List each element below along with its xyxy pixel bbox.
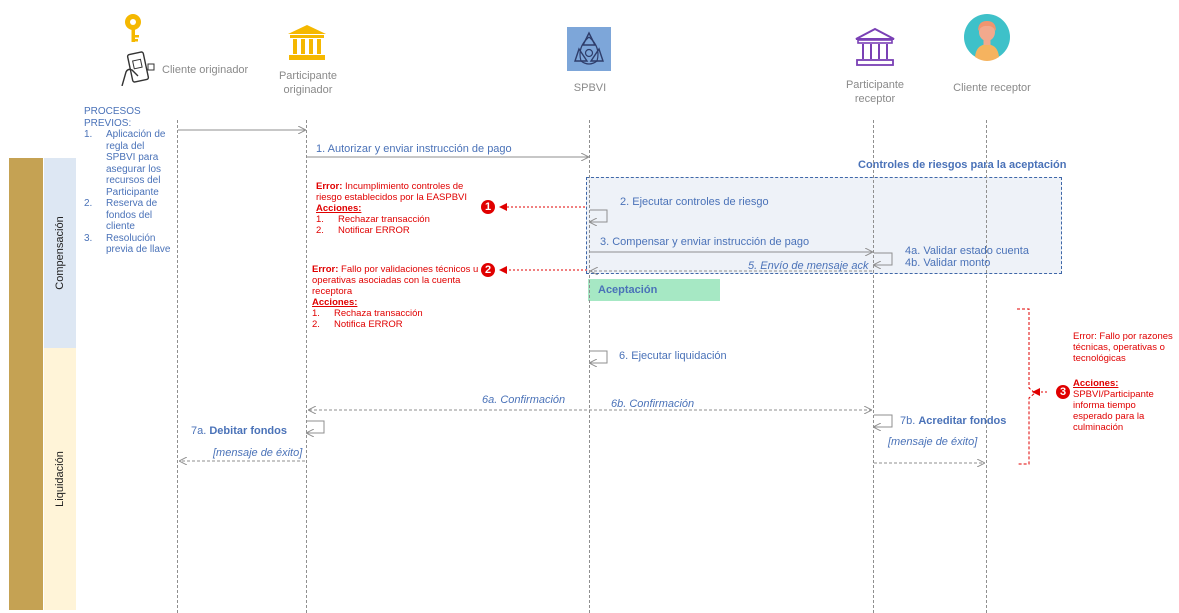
msg-7b: 7b. Acreditar fondos bbox=[900, 415, 1007, 427]
lifeline-cliente-originador bbox=[177, 120, 178, 613]
key-phone-icon bbox=[121, 14, 155, 86]
bank-outline-icon bbox=[855, 27, 895, 66]
lifeline-participante-receptor bbox=[873, 120, 874, 613]
procesos-previos: PROCESOS PREVIOS: 1.Aplicación de regla … bbox=[84, 106, 174, 256]
msg-4b: 4b. Validar monto bbox=[905, 257, 991, 269]
msg-5: 5. Envío de mensaje ack bbox=[748, 260, 869, 272]
procesos-list: 1.Aplicación de regla del SPBVI para ase… bbox=[84, 129, 174, 256]
lifeline-participante-originador bbox=[306, 120, 307, 613]
self-m7b bbox=[874, 414, 893, 427]
self-m6 bbox=[590, 350, 608, 363]
msg-3: 3. Compensar y enviar instrucción de pag… bbox=[600, 236, 810, 248]
lifeline-cliente-receptor bbox=[986, 120, 987, 613]
actor-participante-originador: Participante originador bbox=[278, 70, 338, 96]
error-2-block: Error: Fallo por validaciones técnicos u… bbox=[312, 264, 479, 330]
msg-exito-1: [mensaje de éxito] bbox=[213, 447, 303, 459]
msg-6: 6. Ejecutar liquidación bbox=[619, 350, 727, 362]
actor-participante-receptor: Participante receptor bbox=[845, 79, 905, 105]
error-3-text: Error: Fallo por razones técnicas, opera… bbox=[1073, 331, 1173, 364]
procesos-item: 2.Reserva de fondos del cliente bbox=[84, 198, 158, 232]
error3-bracket bbox=[1017, 308, 1036, 465]
liquidacion-band: Liquidación bbox=[44, 348, 76, 610]
error-1-block: Error: Incumplimiento controles de riesg… bbox=[316, 181, 468, 236]
compensacion-band: Compensación bbox=[44, 158, 76, 348]
error-3-badge: 3 bbox=[1056, 385, 1070, 399]
procesos-title: PROCESOS PREVIOS: bbox=[84, 106, 141, 129]
aceptacion-box: Aceptación bbox=[588, 279, 720, 301]
procesos-item: 3.Resolución previa de llave bbox=[84, 232, 171, 256]
self-m2 bbox=[590, 209, 608, 222]
msg-7a: 7a. Debitar fondos bbox=[191, 425, 287, 437]
msg-6a: 6a. Confirmación bbox=[482, 394, 566, 406]
error-2-badge: 2 bbox=[481, 263, 495, 277]
person-avatar-icon bbox=[964, 14, 1010, 61]
actor-cliente-receptor: Cliente receptor bbox=[953, 82, 1031, 94]
actor-cliente-originador: Cliente originador bbox=[162, 64, 249, 76]
aceptacion-label: Aceptación bbox=[598, 284, 658, 296]
phase-bar bbox=[9, 158, 43, 610]
bank-icon bbox=[288, 25, 326, 60]
msg-6b: 6b. Confirmación bbox=[611, 398, 695, 410]
self-m4 bbox=[874, 252, 893, 265]
controles-title: Controles de riesgos para la aceptación bbox=[858, 159, 1067, 171]
controles-box bbox=[586, 177, 1062, 274]
actor-spbvi: SPBVI bbox=[573, 82, 607, 94]
spbvi-logo-icon bbox=[567, 27, 611, 71]
error-1-badge: 1 bbox=[481, 200, 495, 214]
error-3-acciones: Acciones: SPBVI/Participante informa tie… bbox=[1073, 378, 1154, 433]
msg-2: 2. Ejecutar controles de riesgo bbox=[620, 196, 769, 208]
self-m7a bbox=[307, 420, 325, 433]
msg-1: 1. Autorizar y enviar instrucción de pag… bbox=[316, 143, 512, 155]
msg-exito-2: [mensaje de éxito] bbox=[888, 436, 978, 448]
procesos-item: 1.Aplicación de regla del SPBVI para ase… bbox=[84, 129, 166, 198]
msg-4a: 4a. Validar estado cuenta bbox=[905, 245, 1029, 257]
